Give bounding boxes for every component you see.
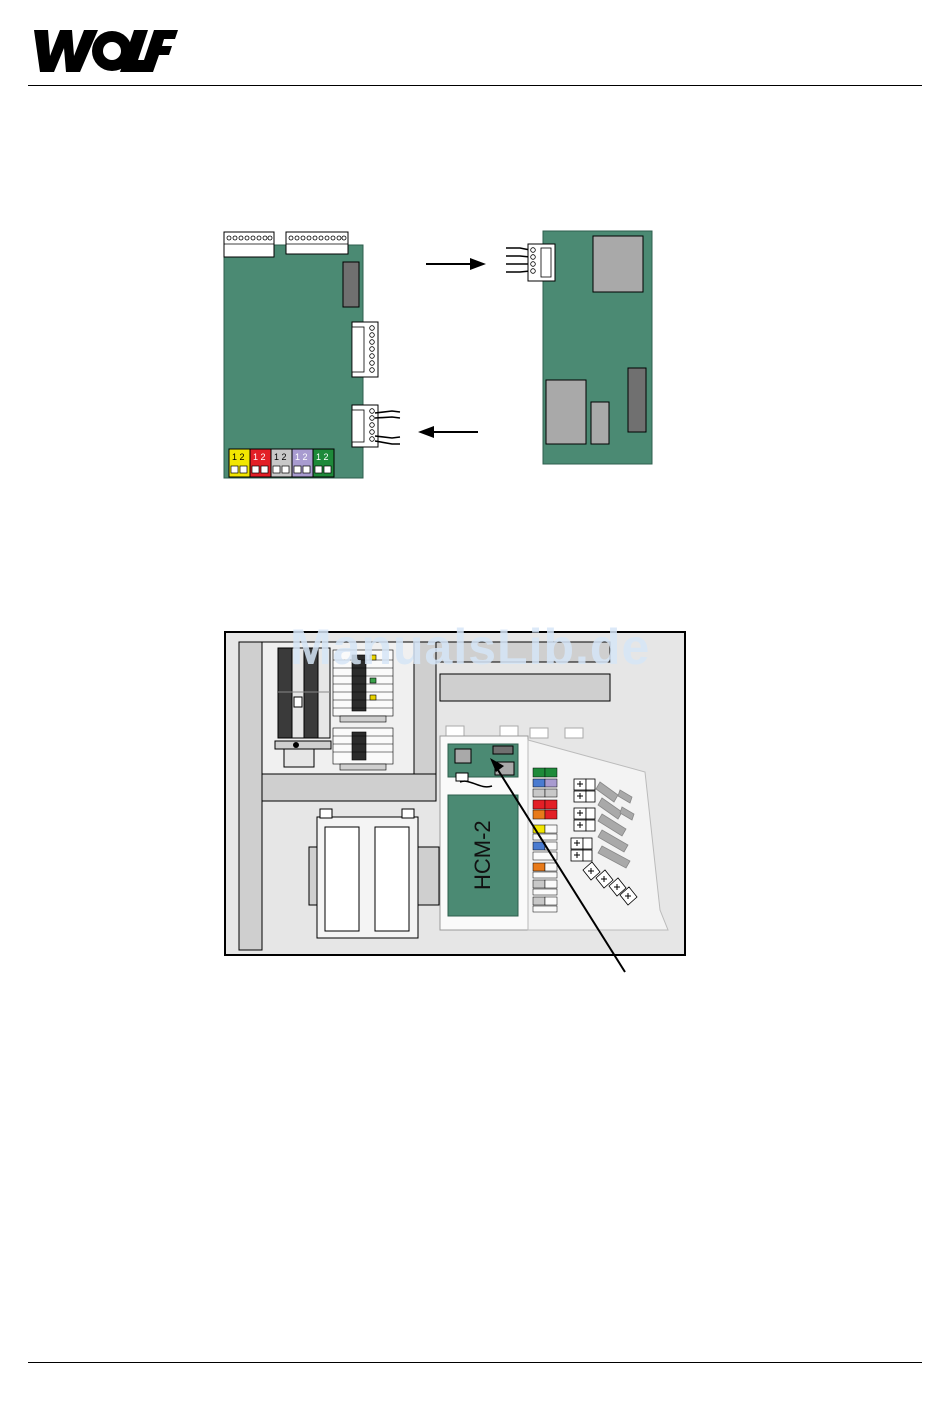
upper-duct bbox=[440, 674, 610, 701]
left-wires bbox=[375, 411, 400, 444]
top-connector-1 bbox=[224, 232, 274, 257]
left-rail bbox=[239, 642, 262, 950]
side-connector-1 bbox=[352, 322, 378, 377]
terminal-label-5: 1 2 bbox=[316, 452, 329, 462]
terminal-label-4: 1 2 bbox=[295, 452, 308, 462]
terminal-label-1: 1 2 bbox=[232, 452, 245, 462]
top-connector-2 bbox=[286, 232, 348, 254]
terminal-label-2: 1 2 bbox=[253, 452, 266, 462]
arrow-right-icon bbox=[426, 258, 486, 270]
right-ic-lower bbox=[546, 380, 586, 444]
left-pcb bbox=[224, 245, 363, 478]
right-chip bbox=[628, 368, 646, 432]
hcm-2-label: HCM-2 bbox=[470, 820, 495, 890]
terminal-label-3: 1 2 bbox=[274, 452, 287, 462]
right-ic-large bbox=[593, 236, 643, 292]
mid-rail bbox=[262, 774, 436, 801]
terminal-strip: 1 2 1 2 1 2 1 2 1 2 bbox=[229, 449, 334, 477]
right-ic-small bbox=[591, 402, 609, 444]
arrow-left-icon bbox=[418, 426, 478, 438]
side-connector-2 bbox=[352, 405, 400, 447]
watermark: ManualsLib.de bbox=[290, 618, 650, 676]
footer-rule bbox=[28, 1362, 922, 1363]
controller-terminals bbox=[533, 768, 557, 912]
right-connector bbox=[506, 244, 555, 281]
left-chip bbox=[343, 262, 359, 307]
figure-control-cabinet: HCM-2 bbox=[225, 632, 685, 955]
terminal-rows-lower bbox=[333, 728, 393, 770]
